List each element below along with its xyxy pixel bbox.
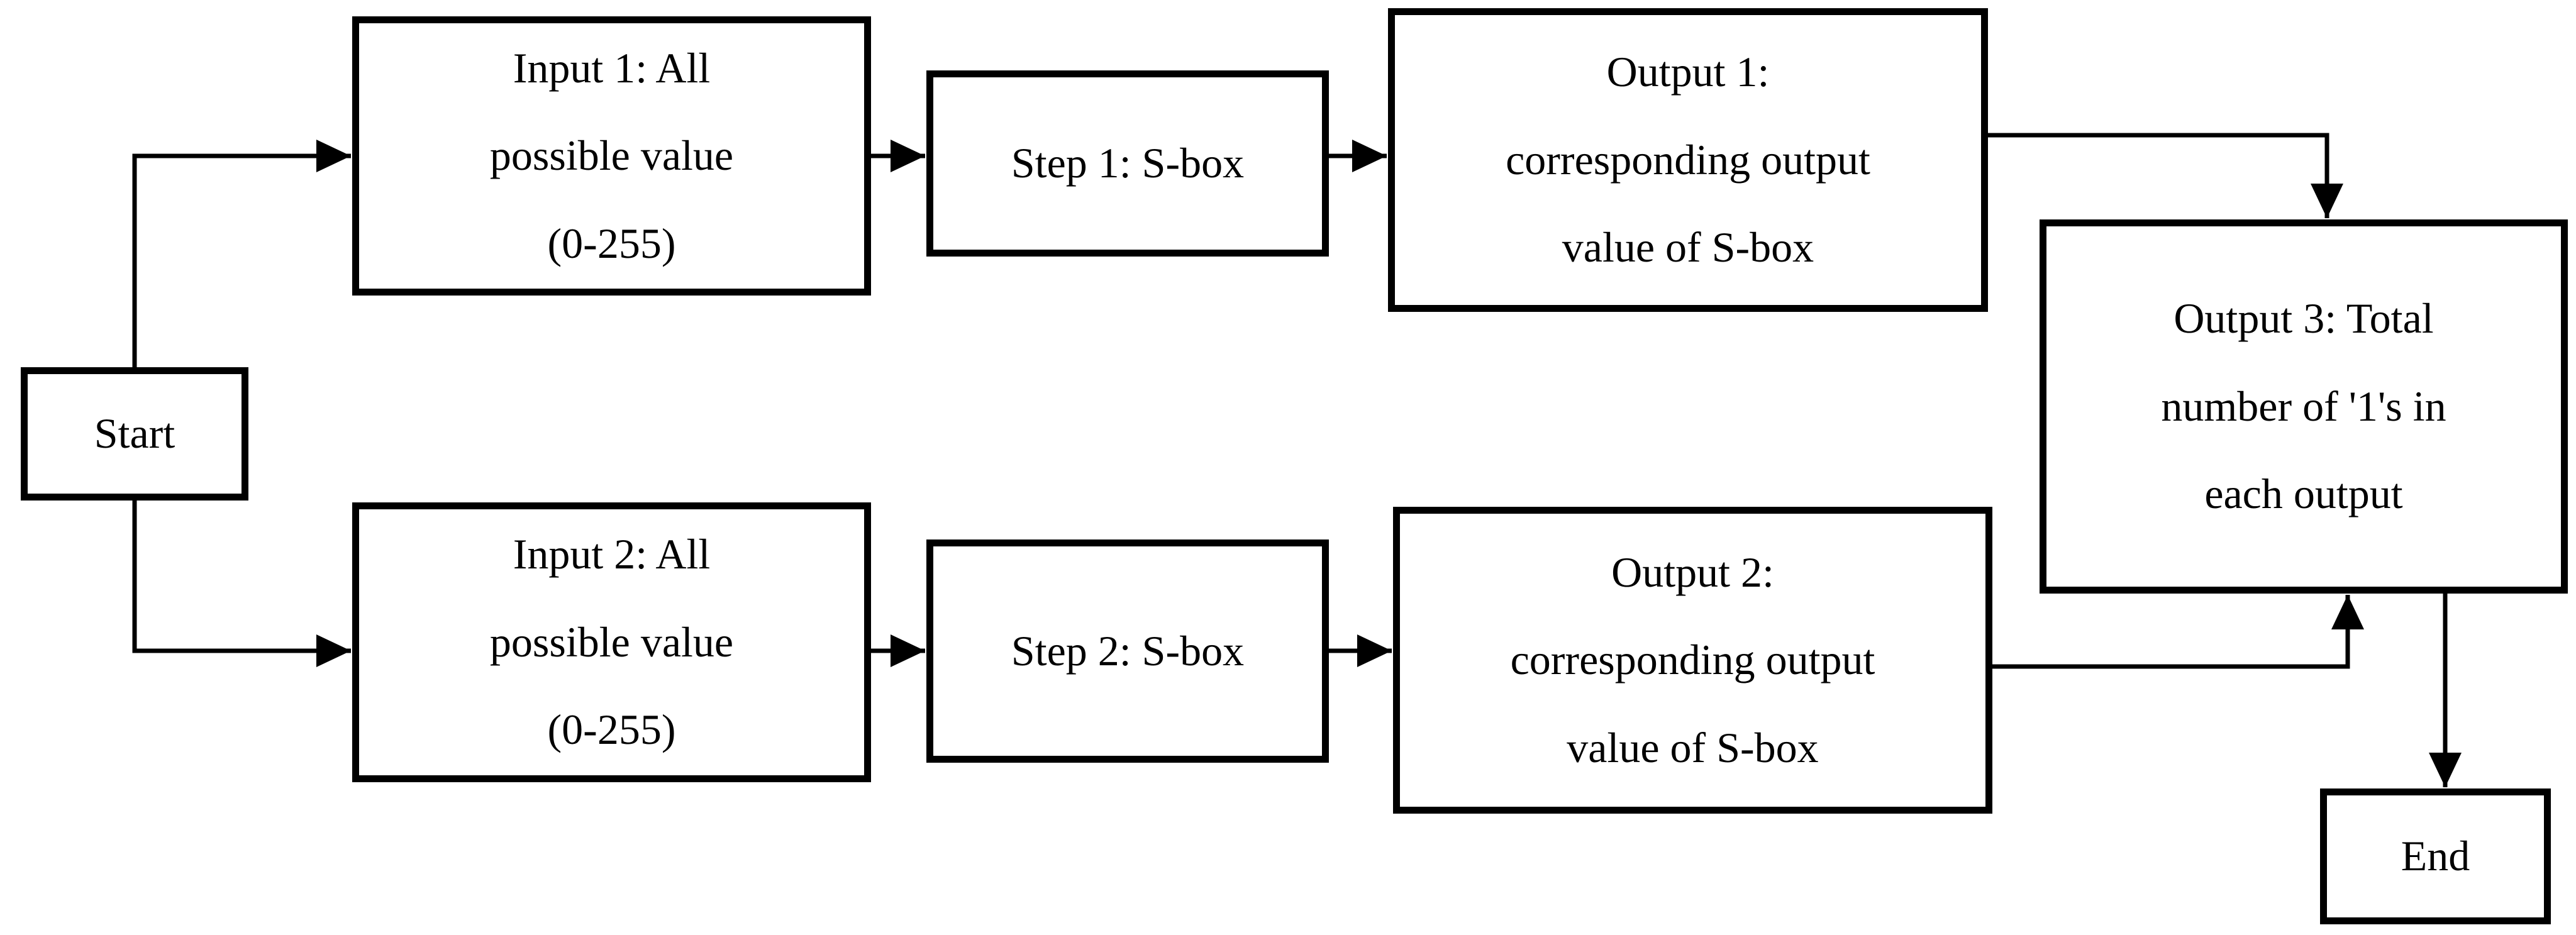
flow-node-input1: Input 1: All possible value (0-255) <box>352 16 871 296</box>
connector-start-to-input1 <box>132 140 351 367</box>
flow-node-start-label: Start <box>94 409 175 458</box>
flow-node-input2: Input 2: All possible value (0-255) <box>352 502 871 782</box>
flow-node-input2-label: Input 2: All possible value (0-255) <box>489 530 734 754</box>
flow-node-end-label: End <box>2401 832 2470 880</box>
flow-node-output3-label: Output 3: Total number of '1's in each o… <box>2161 294 2446 518</box>
connector-output1-to-output3 <box>1988 133 2343 218</box>
flow-node-input1-label: Input 1: All possible value (0-255) <box>489 43 734 267</box>
flow-node-output3: Output 3: Total number of '1's in each o… <box>2040 219 2568 594</box>
flow-node-step1-label: Step 1: S-box <box>1011 139 1245 187</box>
flow-node-start: Start <box>21 367 248 501</box>
flow-node-output2: Output 2: corresponding output value of … <box>1393 507 1992 814</box>
flow-node-end: End <box>2320 788 2551 924</box>
flow-node-output2-label: Output 2: corresponding output value of … <box>1510 548 1875 772</box>
flow-node-step1: Step 1: S-box <box>926 70 1329 257</box>
flow-node-output1-label: Output 1: corresponding output value of … <box>1506 48 1870 272</box>
connector-start-to-input2 <box>132 501 351 667</box>
connector-output2-to-output3 <box>1992 595 2364 669</box>
flow-node-step2-label: Step 2: S-box <box>1011 626 1245 675</box>
flow-node-step2: Step 2: S-box <box>926 539 1329 763</box>
flow-node-output1: Output 1: corresponding output value of … <box>1388 8 1988 312</box>
